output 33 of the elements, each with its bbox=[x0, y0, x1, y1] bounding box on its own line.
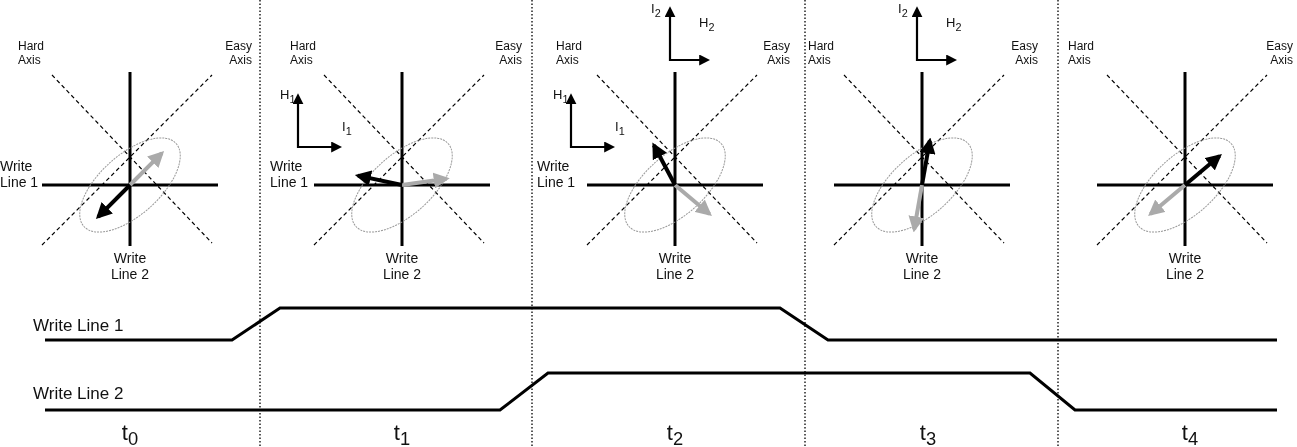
field-label: I$_{2}$ bbox=[651, 1, 661, 16]
signal-label: Write Line 1 bbox=[33, 316, 124, 335]
time-label: t$_{2}$ bbox=[666, 420, 684, 445]
axis-label: Easy Axis bbox=[1266, 39, 1293, 67]
time-label: t$_{3}$ bbox=[919, 420, 937, 445]
line-label: Write Line 2 bbox=[110, 250, 150, 283]
field-label: H$_{2}$ bbox=[946, 15, 962, 30]
line-label: Write Line 1 bbox=[270, 158, 309, 191]
time-label: t$_{0}$ bbox=[121, 420, 139, 445]
time-label: t$_{1}$ bbox=[393, 420, 411, 445]
axis-label: Hard Axis bbox=[18, 39, 44, 67]
line-label: Write Line 2 bbox=[655, 250, 695, 283]
axis-label: Easy Axis bbox=[495, 39, 522, 67]
axis-label: Hard Axis bbox=[556, 39, 582, 67]
field-label: H$_{2}$ bbox=[699, 15, 715, 30]
field-label: H$_{1}$ bbox=[553, 87, 569, 102]
axis-label: Hard Axis bbox=[290, 39, 316, 67]
axis-label: Hard Axis bbox=[808, 39, 834, 67]
field-label: H$_{1}$ bbox=[280, 87, 296, 102]
axis-label: Easy Axis bbox=[763, 39, 790, 67]
field-label: I$_{1}$ bbox=[342, 119, 352, 134]
field-label: I$_{1}$ bbox=[615, 119, 625, 134]
field-label: I$_{2}$ bbox=[898, 1, 908, 16]
axis-label: Easy Axis bbox=[225, 39, 252, 67]
line-label: Write Line 1 bbox=[537, 158, 576, 191]
line-label: Write Line 1 bbox=[0, 158, 39, 191]
line-label: Write Line 2 bbox=[902, 250, 942, 283]
axis-label: Hard Axis bbox=[1068, 39, 1094, 67]
time-label: t$_{4}$ bbox=[1181, 420, 1199, 445]
signal-label: Write Line 2 bbox=[33, 384, 124, 403]
axis-label: Easy Axis bbox=[1011, 39, 1038, 67]
line-label: Write Line 2 bbox=[382, 250, 422, 283]
line-label: Write Line 2 bbox=[1165, 250, 1205, 283]
